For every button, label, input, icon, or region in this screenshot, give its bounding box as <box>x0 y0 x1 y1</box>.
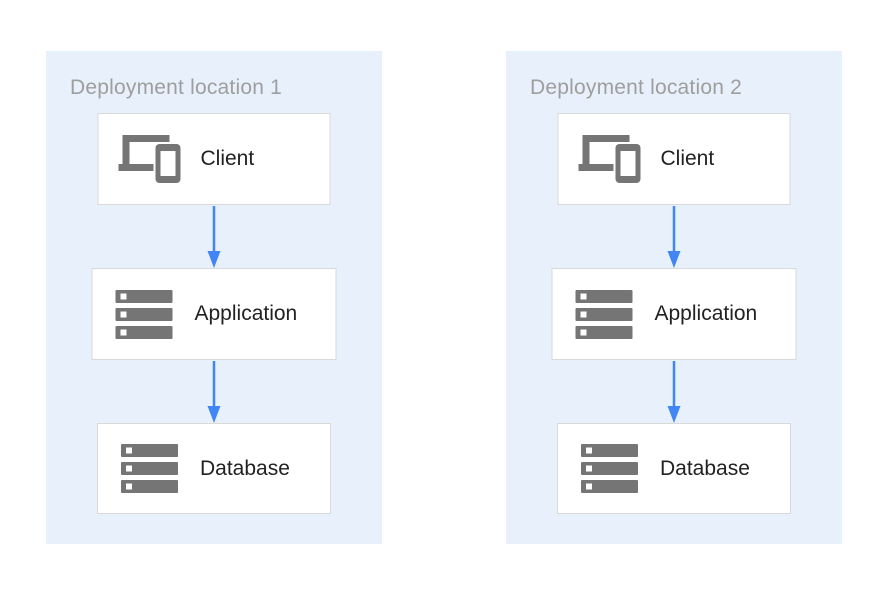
node-label: Application <box>194 302 298 325</box>
node-label: Client <box>200 147 255 170</box>
node-application: Application <box>551 268 797 360</box>
panel-title: Deployment location 2 <box>530 76 742 99</box>
node-database: Database <box>557 423 791 514</box>
arrow-down-icon <box>206 206 222 268</box>
server-stack-icon <box>572 289 636 339</box>
arrow-down-icon <box>666 361 682 423</box>
node-application: Application <box>91 268 337 360</box>
server-stack-icon <box>117 444 181 493</box>
node-label: Client <box>660 147 715 170</box>
deployment-panel-1: Deployment location 1 Client Application… <box>46 51 382 544</box>
server-stack-icon <box>577 444 641 493</box>
devices-icon <box>118 135 182 183</box>
server-stack-icon <box>112 289 176 339</box>
node-client: Client <box>97 113 331 205</box>
node-label: Database <box>660 456 750 480</box>
node-label: Application <box>654 302 758 325</box>
node-label: Database <box>200 456 290 480</box>
deployment-panel-2: Deployment location 2 Client Application… <box>506 51 842 544</box>
node-client: Client <box>557 113 791 205</box>
devices-icon <box>578 135 642 183</box>
panel-title: Deployment location 1 <box>70 76 282 99</box>
node-database: Database <box>97 423 331 514</box>
arrow-down-icon <box>206 361 222 423</box>
arrow-down-icon <box>666 206 682 268</box>
